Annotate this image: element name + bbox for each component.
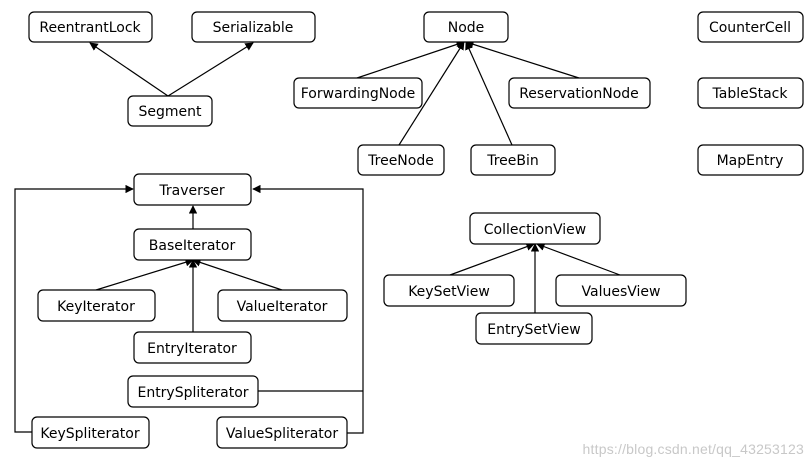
class-label-keyiterator: KeyIterator [57,299,135,315]
edge-valuesview-collectionview [536,242,621,276]
edges [14,40,621,434]
edge-valueiterator-baseiterator [192,258,283,291]
class-node-reentrantlock: ReentrantLock [28,11,153,43]
class-node-entryiterator: EntryIterator [133,331,252,364]
class-label-treebin: TreeBin [486,153,539,169]
class-label-segment: Segment [139,104,203,120]
class-node-collectionview: CollectionView [469,212,601,245]
class-label-serializable: Serializable [213,20,294,36]
edge-keyiterator-baseiterator [95,258,194,291]
class-node-node: Node [423,11,509,43]
edge-treenode-node [398,41,465,146]
class-label-collectionview: CollectionView [484,222,586,238]
class-label-entryiterator: EntryIterator [147,341,237,357]
class-node-countercell: CounterCell [697,11,804,43]
class-label-node: Node [448,20,485,36]
class-node-valueiterator: ValueIterator [217,289,348,322]
class-label-reentrantlock: ReentrantLock [39,20,141,36]
class-node-reservationnode: ReservationNode [508,77,651,109]
edge-segment-serializable [167,42,254,97]
class-label-keysetview: KeySetView [408,284,490,300]
class-node-treebin: TreeBin [470,144,556,176]
class-label-countercell: CounterCell [709,20,791,36]
class-node-tablestack: TableStack [697,77,804,109]
class-node-keyspliterator: KeySpliterator [31,416,150,449]
edge-treebin-node [465,41,513,146]
class-node-serializable: Serializable [191,11,316,43]
class-node-keyiterator: KeyIterator [37,289,156,322]
class-node-entryspliterator: EntrySpliterator [127,375,259,408]
edge-forwardingnode-node [356,40,465,79]
class-label-valuespliterator: ValueSpliterator [226,426,338,442]
class-node-keysetview: KeySetView [383,274,515,307]
edge-valuespliterator-traverser [252,184,364,434]
class-label-traverser: Traverser [158,183,224,199]
class-label-entrysetview: EntrySetView [487,322,580,338]
class-node-segment: Segment [127,95,213,127]
class-node-forwardingnode: ForwardingNode [293,77,423,109]
class-node-valuespliterator: ValueSpliterator [216,416,348,449]
class-label-keyspliterator: KeySpliterator [40,426,139,442]
class-node-traverser: Traverser [133,173,252,206]
edge-reservationnode-node [465,40,580,79]
class-node-entrysetview: EntrySetView [475,312,593,345]
class-label-tablestack: TableStack [712,86,789,102]
class-label-entryspliterator: EntrySpliterator [137,385,248,401]
class-node-mapentry: MapEntry [697,144,804,176]
class-label-mapentry: MapEntry [717,153,784,169]
class-label-baseiterator: BaseIterator [149,238,236,254]
watermark: https://blog.csdn.net/qq_43253123 [582,441,804,457]
class-label-forwardingnode: ForwardingNode [301,86,416,102]
edge-segment-reentrantlock [89,42,169,97]
class-node-baseiterator: BaseIterator [133,228,252,261]
class-label-valuesview: ValuesView [582,284,661,300]
class-node-treenode: TreeNode [357,144,445,176]
edge-keysetview-collectionview [449,242,535,276]
class-label-treenode: TreeNode [367,153,434,169]
class-label-valueiterator: ValueIterator [237,299,328,315]
edge-keyspliterator-traverser [14,184,134,433]
class-node-valuesview: ValuesView [555,274,687,307]
class-label-reservationnode: ReservationNode [519,86,639,102]
